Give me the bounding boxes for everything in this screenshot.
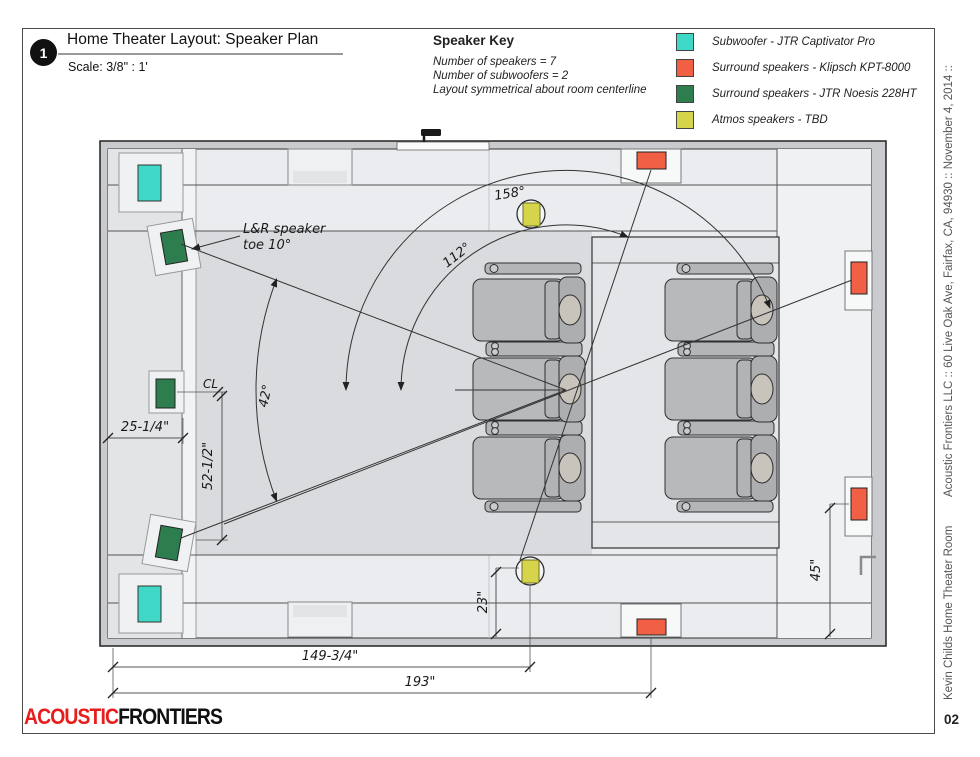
label-dim-23: 23" (476, 591, 491, 614)
legend-label: Atmos speakers - TBD (712, 113, 828, 126)
chair-rear-2 (664, 355, 778, 423)
subwoofer-bottom (137, 585, 162, 623)
label-dim-45: 45" (809, 559, 824, 582)
subwoofer-top (137, 164, 162, 202)
wall-recesses (287, 129, 876, 638)
title-underline (58, 53, 343, 55)
arc-158 (342, 169, 771, 391)
atmos-speaker-bottom (521, 559, 540, 584)
note-speaker-count: Number of speakers = 7 (433, 56, 557, 68)
page-title: Home Theater Layout: Speaker Plan (67, 31, 319, 48)
label-dim-25: 25-1/4" (121, 420, 169, 435)
legend-item-subwoofer: Subwoofer - JTR Captivator Pro (676, 32, 917, 51)
screen-strip (182, 149, 196, 638)
dimension-lines (108, 391, 849, 698)
legend-label: Surround speakers - JTR Noesis 228HT (712, 87, 917, 100)
surround-klipsch-swatch-icon (676, 58, 694, 77)
legend-item-surround-jtr: Surround speakers - JTR Noesis 228HT (676, 84, 917, 103)
sheet-number-badge: 1 (30, 39, 57, 66)
angle-lines (180, 169, 853, 561)
right-speaker (154, 524, 184, 562)
left-speaker-group (146, 217, 202, 277)
note-symmetry: Layout symmetrical about room centerline (433, 84, 647, 96)
label-toe-line1: L&R speaker (243, 222, 327, 237)
right-speaker-group (141, 513, 197, 573)
label-angle-158: 158° (493, 184, 526, 204)
chair-front-3 (472, 434, 586, 502)
label-angle-42: 42° (256, 383, 275, 409)
atmos-speaker-top (522, 202, 541, 227)
scale-label: Scale: 3/8" : 1' (68, 60, 148, 74)
note-subwoofer-count: Number of subwoofers = 2 (433, 70, 569, 82)
toe-label-leader (191, 235, 241, 251)
label-dim-52: 52-1/2" (201, 442, 216, 490)
page-number: 02 (944, 712, 960, 727)
label-toe-line2: toe 10° (243, 238, 291, 253)
rear-door-handle-icon (859, 555, 876, 575)
surround-speaker-bottom (636, 618, 667, 636)
chair-rear-3 (664, 434, 778, 502)
acoustic-frontiers-logo: ACOUSTICFRONTIERS (24, 704, 223, 730)
surround-speaker-rear-top (850, 261, 868, 295)
chair-front-1 (472, 276, 586, 344)
legend-label: Subwoofer - JTR Captivator Pro (712, 35, 875, 48)
rear-alcove (777, 149, 871, 638)
speaker-key-heading: Speaker Key (433, 33, 515, 48)
label-centerline: CL (203, 377, 218, 391)
surround-jtr-swatch-icon (676, 84, 694, 103)
surround-speakers (620, 148, 873, 638)
legend-item-surround-klipsch: Surround speakers - Klipsch KPT-8000 (676, 58, 917, 77)
subwoofer-swatch-icon (676, 32, 694, 51)
surround-speaker-top (636, 151, 667, 170)
label-dim-149: 149-3/4" (302, 649, 358, 664)
arc-42 (255, 277, 278, 503)
legend-label: Surround speakers - Klipsch KPT-8000 (712, 61, 911, 74)
chair-front-2 (472, 355, 586, 423)
legend-item-atmos: Atmos speakers - TBD (676, 110, 917, 129)
label-dim-193: 193" (405, 675, 436, 690)
entry-door (396, 141, 490, 151)
speaker-key-block: Speaker Key Number of speakers = 7 Numbe… (433, 33, 673, 97)
sheet-border (22, 28, 935, 734)
atmos-swatch-icon (676, 110, 694, 129)
legend: Subwoofer - JTR Captivator Pro Surround … (676, 32, 917, 137)
plan-annotations: 158° 112° 42° L&R speaker toe 10° CL 25-… (121, 184, 824, 690)
atmos-speakers (515, 199, 546, 586)
logo-frontiers: FRONTIERS (118, 704, 223, 729)
door-handle-icon (421, 129, 441, 136)
logo-acoustic: ACOUSTIC (24, 704, 119, 729)
sheet-number: 1 (39, 44, 48, 61)
front-stage-speakers (118, 152, 202, 634)
center-speaker (155, 378, 176, 409)
surround-speaker-rear-bottom (850, 487, 868, 521)
